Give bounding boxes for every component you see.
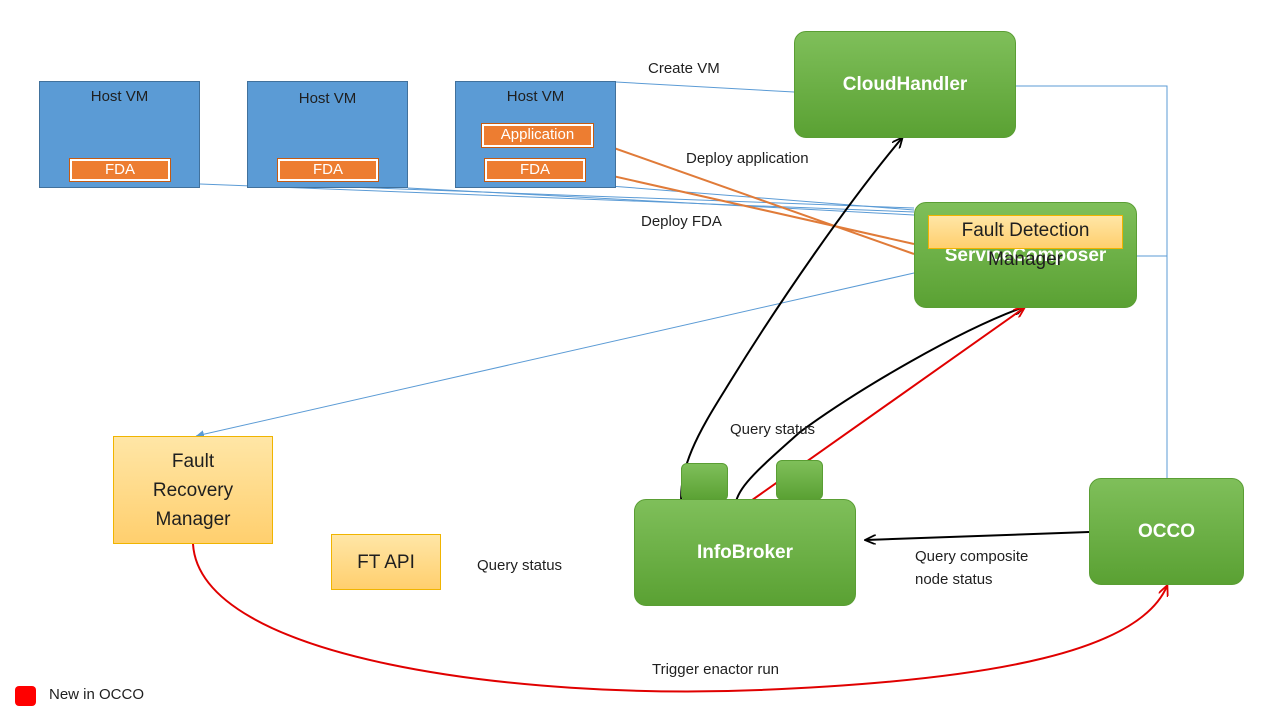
host-vm-2: Host VM FDA xyxy=(247,81,408,188)
host-vm-3: Host VM Application FDA xyxy=(455,81,616,188)
info-broker-port-right xyxy=(776,460,823,500)
legend-label-new-in-occo: New in OCCO xyxy=(49,686,145,703)
label-deploy-application: Deploy application xyxy=(686,150,809,167)
label-deploy-fda: Deploy FDA xyxy=(641,213,722,230)
label-create-vm: Create VM xyxy=(648,60,720,77)
link-hostvm3-servicecomposer xyxy=(609,185,915,211)
link-servicecomposer-frm xyxy=(195,272,915,439)
edge-deploy-application xyxy=(593,140,915,255)
link-hostvm2-servicecomposer xyxy=(319,185,915,209)
host-vm-1-fda: FDA xyxy=(69,158,171,182)
label-query-composite-line1: Query composite xyxy=(915,548,1029,565)
edge-deploy-fda xyxy=(585,169,915,245)
host-vm-1-title: Host VM xyxy=(90,88,149,105)
edge-occo-to-infobroker xyxy=(866,531,1090,540)
label-trigger-enactor-run: Trigger enactor run xyxy=(652,661,780,678)
service-composer-label: ServiceComposer xyxy=(944,245,1107,266)
ft-api: FT API xyxy=(331,534,441,590)
label-query-composite-node-status: Query composite node status xyxy=(915,545,1028,591)
label-query-composite-line2: node status xyxy=(915,571,993,588)
host-vm-2-fda: FDA xyxy=(277,158,379,182)
host-vm-3-fda: FDA xyxy=(484,158,586,182)
edge-trigger-enactor-run xyxy=(192,543,1167,693)
host-vm-3-title: Host VM xyxy=(506,88,565,105)
fault-recovery-manager: Fault Recovery Manager xyxy=(113,436,273,544)
label-query-status-lower: Query status xyxy=(477,557,563,574)
link-hostvm2b-servicecomposer xyxy=(407,187,915,216)
fault-detection-manager: Fault Detection Manager xyxy=(928,215,1123,270)
label-query-status-upper: Query status xyxy=(730,421,816,438)
info-broker: InfoBroker xyxy=(634,499,856,606)
link-cloudhandler-occo xyxy=(1016,85,1168,478)
cloud-handler: CloudHandler xyxy=(794,31,1016,138)
occo: OCCO xyxy=(1089,478,1244,585)
link-hostvm1-servicecomposer xyxy=(199,183,915,213)
info-broker-port-left xyxy=(681,463,728,501)
host-vm-3-application: Application xyxy=(481,123,594,148)
link-create-vm xyxy=(615,81,795,93)
host-vm-2-title: Host VM xyxy=(298,90,357,107)
host-vm-1: Host VM FDA xyxy=(39,81,200,188)
legend-swatch-new xyxy=(15,686,36,706)
